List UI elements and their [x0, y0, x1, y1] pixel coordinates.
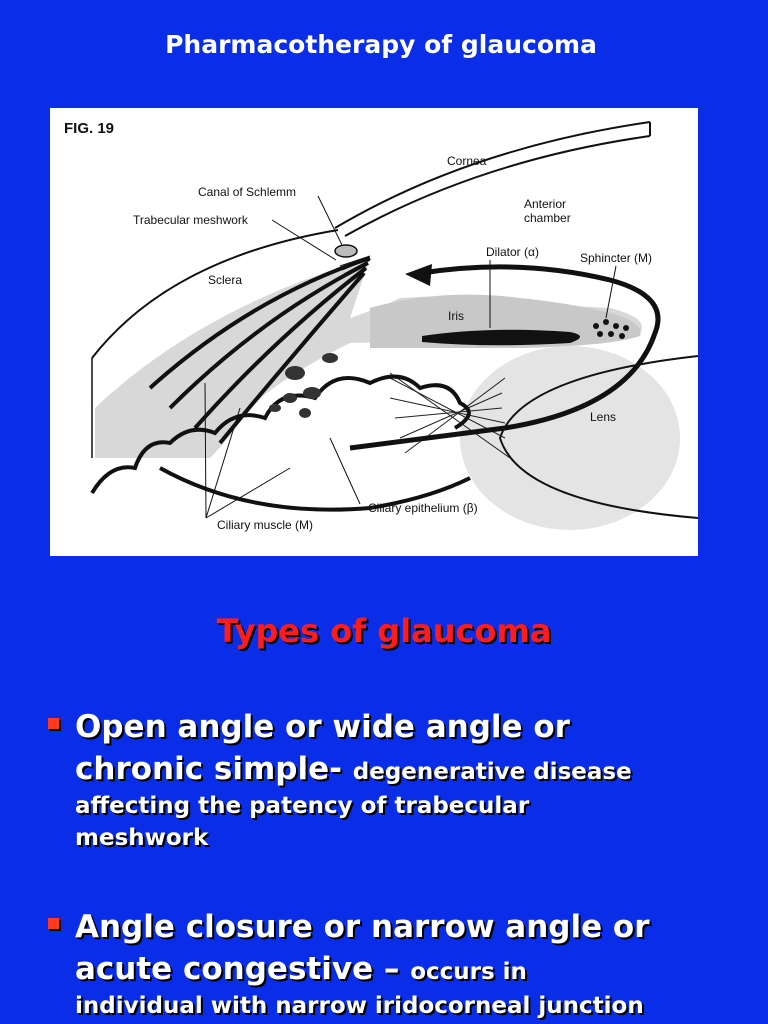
ciliary-muscle-fibres: [148, 256, 371, 445]
sphincter-dots: [593, 319, 629, 339]
eye-anatomy-figure: FIG. 19: [50, 108, 698, 556]
sclera-outer-line: [91, 229, 339, 359]
lens-outline: [498, 355, 698, 519]
bullet-desc-rest: individual with narrow iridocorneal junc…: [75, 993, 644, 1019]
label-trabecular-meshwork: Trabecular meshwork: [133, 213, 249, 227]
label-sphincter: Sphincter (M): [580, 251, 652, 265]
eye-anatomy-diagram: FIG. 19: [64, 120, 698, 532]
label-leader-lines: [204, 195, 617, 519]
trabecular-lines: [339, 255, 371, 275]
aqueous-flow-path: [349, 264, 661, 451]
bullet-marker: [48, 718, 59, 729]
label-dilator: Dilator (α): [486, 245, 539, 259]
iris-pigment-band: [422, 329, 580, 346]
label-ciliary-epithelium: Ciliary epithelium (β): [368, 501, 478, 515]
bullet-desc-rest: affecting the patency of trabecular mesh…: [75, 793, 530, 851]
ciliary-body-blotches: [269, 353, 338, 418]
label-chamber: chamber: [524, 211, 571, 225]
bullet-desc-start: degenerative disease: [352, 759, 632, 785]
bullet-text: Open angle or wide angle or chronic simp…: [75, 706, 755, 854]
bullet-text: Angle closure or narrow angle or acute c…: [75, 906, 755, 1022]
bullet-term: chronic simple-: [75, 751, 353, 787]
bullet-line1: Open angle or wide angle or: [75, 709, 570, 745]
label-ciliary-muscle: Ciliary muscle (M): [217, 518, 313, 532]
bullet-desc-start: occurs in: [410, 959, 527, 985]
cornea-inner-line: [344, 135, 651, 237]
ciliary-body-lower-outline: [159, 466, 471, 512]
lens-tissue: [460, 346, 680, 530]
label-anterior: Anterior: [524, 197, 566, 211]
flow-arrowhead: [405, 264, 432, 286]
label-sclera: Sclera: [208, 273, 242, 287]
bullet-line1: Angle closure or narrow angle or: [75, 909, 650, 945]
canal-of-schlemm: [334, 244, 358, 258]
section-heading: Types of glaucoma: [216, 612, 552, 650]
zonule-fibers: [389, 372, 511, 459]
label-iris: Iris: [448, 309, 464, 323]
label-lens: Lens: [590, 410, 616, 424]
bullet-marker: [48, 918, 59, 929]
label-cornea: Cornea: [447, 154, 487, 168]
bullet-term: acute congestive –: [75, 951, 411, 987]
slide-title: Pharmacotherapy of glaucoma: [165, 30, 597, 59]
label-canal-of-schlemm: Canal of Schlemm: [198, 185, 296, 199]
cornea-outer-line: [334, 121, 651, 229]
figure-label: FIG. 19: [64, 120, 114, 137]
